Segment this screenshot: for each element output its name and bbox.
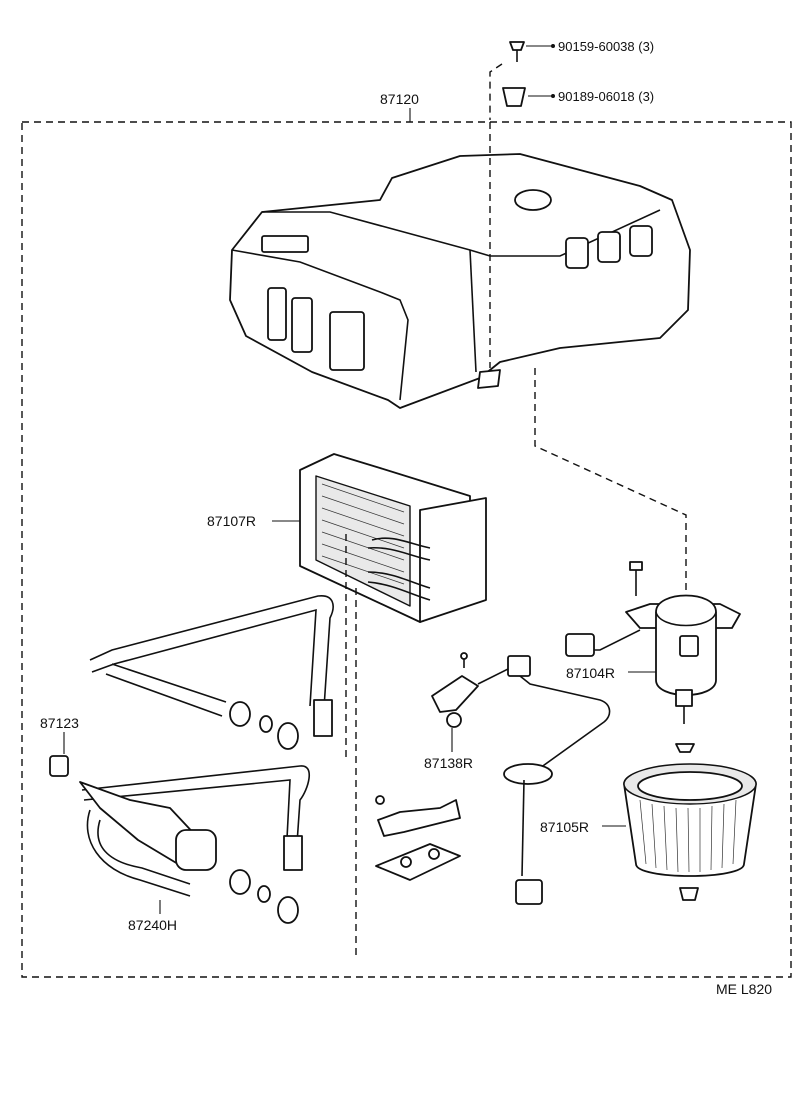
valve-pipe-end	[283, 835, 303, 871]
pipe-end	[313, 699, 333, 737]
fastener-screw-callout: 90159-60038 (3)	[509, 39, 654, 62]
heater-water-pipe-upper	[89, 595, 334, 750]
gasket-plate	[375, 843, 461, 881]
case-round-port	[514, 189, 552, 211]
part-label-87138R: 87138R	[424, 755, 473, 771]
part-label-87240H: 87240H	[128, 917, 177, 933]
heater-unit-case	[229, 153, 691, 409]
pipe-side-b	[105, 673, 223, 717]
valve-oring	[257, 885, 271, 903]
core-pipe-lower	[367, 571, 431, 589]
fastener-label-2: 90189-06018 (3)	[558, 89, 654, 104]
fan-nut	[679, 887, 699, 901]
case-top-tab	[261, 235, 309, 253]
case-mount-tab	[477, 369, 501, 389]
bracket-and-gasket	[375, 795, 461, 881]
resistor-coil	[446, 712, 462, 728]
valve-loop-b	[97, 819, 191, 885]
pipe-oring	[259, 715, 273, 733]
valve-loop-a	[86, 809, 191, 897]
water-valve-87240H	[49, 755, 310, 924]
pipe-top-a	[89, 595, 334, 709]
resistor-screw	[460, 652, 468, 660]
part-label-87107R: 87107R	[207, 513, 256, 529]
case-vent-1	[267, 287, 287, 341]
pipe-fitting	[229, 701, 251, 727]
part-label-87105R: 87105R	[540, 819, 589, 835]
fastener-label-1: 90159-60038 (3)	[558, 39, 654, 54]
gasket-hole-1	[400, 856, 412, 868]
blower-fan-87105R	[623, 763, 757, 901]
pipe-clamp	[277, 722, 299, 750]
leader-dot	[551, 44, 555, 48]
pipe-side-a	[111, 663, 227, 703]
core-pipe-upper	[371, 537, 431, 549]
heater-core-87107R	[299, 453, 487, 623]
valve-clamp	[277, 896, 299, 924]
case-vent-3	[329, 311, 365, 371]
core-pipe-upper-b	[367, 546, 431, 561]
case-vent-2	[291, 297, 313, 353]
clip-87123	[49, 755, 69, 777]
harness-grommet	[503, 763, 553, 785]
case-front-edge	[231, 249, 409, 401]
valve-pipe-b	[83, 779, 291, 859]
resistor-wire	[477, 667, 611, 769]
pipe-top-b	[91, 608, 317, 707]
motor-screw-head	[629, 561, 643, 571]
motor-washer	[675, 743, 695, 753]
harness-wire	[521, 779, 525, 877]
valve-fitting	[229, 869, 251, 895]
valve-pipe-a	[81, 765, 310, 859]
case-window-1	[565, 237, 589, 269]
case-window-2	[597, 231, 621, 263]
case-outline	[229, 153, 691, 409]
motor-terminal	[679, 635, 699, 657]
part-label-87104R: 87104R	[566, 665, 615, 681]
gasket-hole-2	[428, 848, 440, 860]
motor-shaft-base	[675, 689, 693, 707]
case-window-3	[629, 225, 653, 257]
blower-motor-87104R	[565, 561, 741, 753]
part-label-87123: 87123	[40, 715, 79, 731]
motor-connector	[565, 633, 595, 657]
core-pipe-lower-b	[367, 581, 431, 601]
fastener-dash-link	[489, 63, 503, 120]
core-fin-hatching	[321, 483, 405, 585]
screw-head	[509, 41, 525, 51]
nut-body	[502, 87, 526, 107]
resistor-87138R	[431, 652, 611, 905]
assembly-boundary	[21, 121, 792, 978]
leader-dot	[551, 94, 555, 98]
part-label-87120: 87120	[380, 91, 419, 107]
fastener-nut-callout: 90189-06018 (3)	[502, 87, 654, 107]
motor-cap-edge	[655, 611, 717, 627]
fan-blades	[639, 799, 737, 873]
motor-dash-link	[534, 368, 687, 596]
footer-code: ME L820	[716, 981, 772, 997]
harness-connector	[515, 879, 543, 905]
case-seam	[469, 249, 477, 373]
fan-hub-ring	[637, 771, 743, 801]
resistor-connector	[507, 655, 531, 677]
bracket-clip	[377, 799, 461, 837]
valve-body	[175, 829, 217, 871]
bracket-screw	[375, 795, 385, 805]
resistor-plate	[431, 675, 479, 713]
